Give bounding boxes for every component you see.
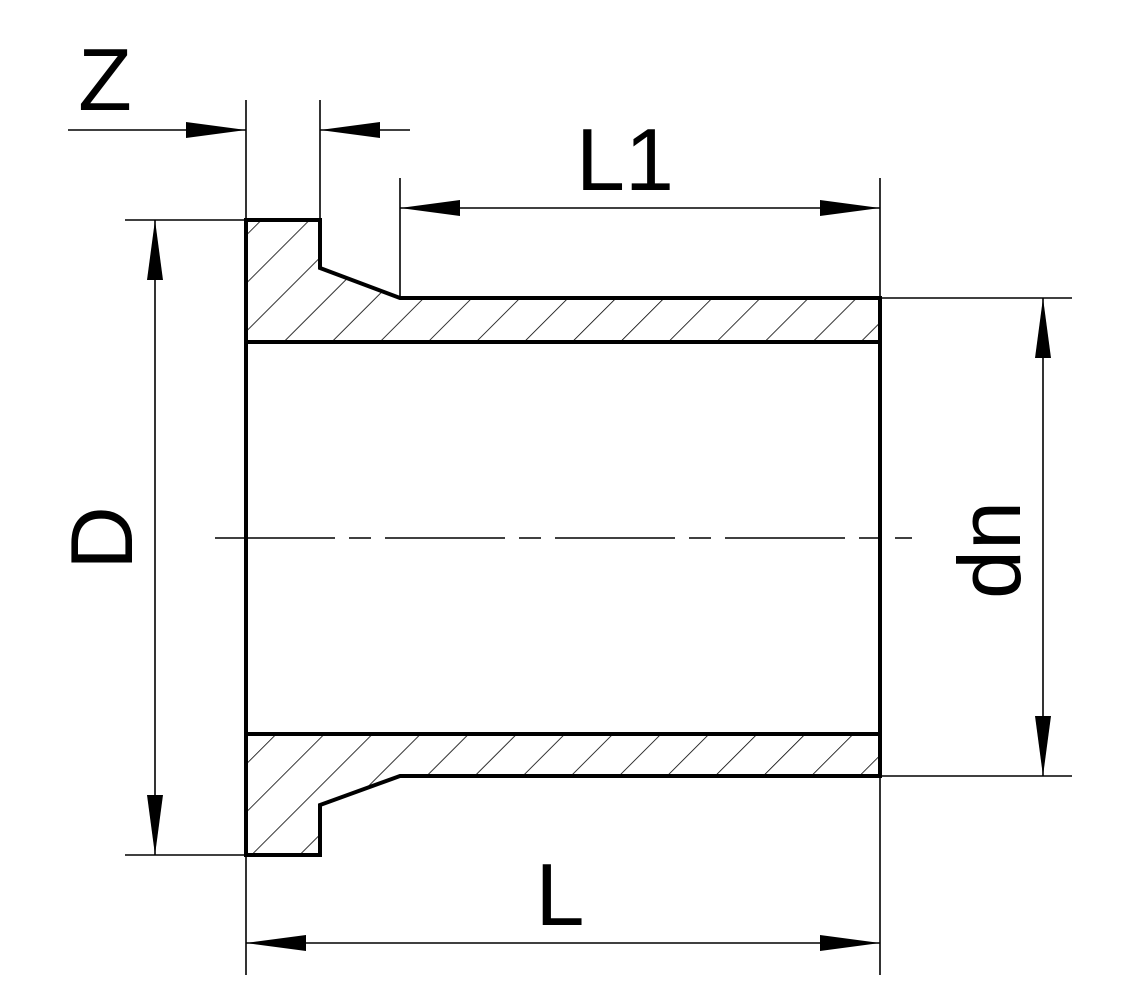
label-l: L — [536, 845, 585, 944]
label-d: D — [52, 506, 151, 570]
upper-wall-section — [244, 218, 882, 344]
label-dn: dn — [940, 501, 1039, 599]
label-l1: L1 — [576, 110, 674, 209]
lower-wall-section — [244, 732, 882, 857]
label-z: Z — [78, 30, 132, 129]
